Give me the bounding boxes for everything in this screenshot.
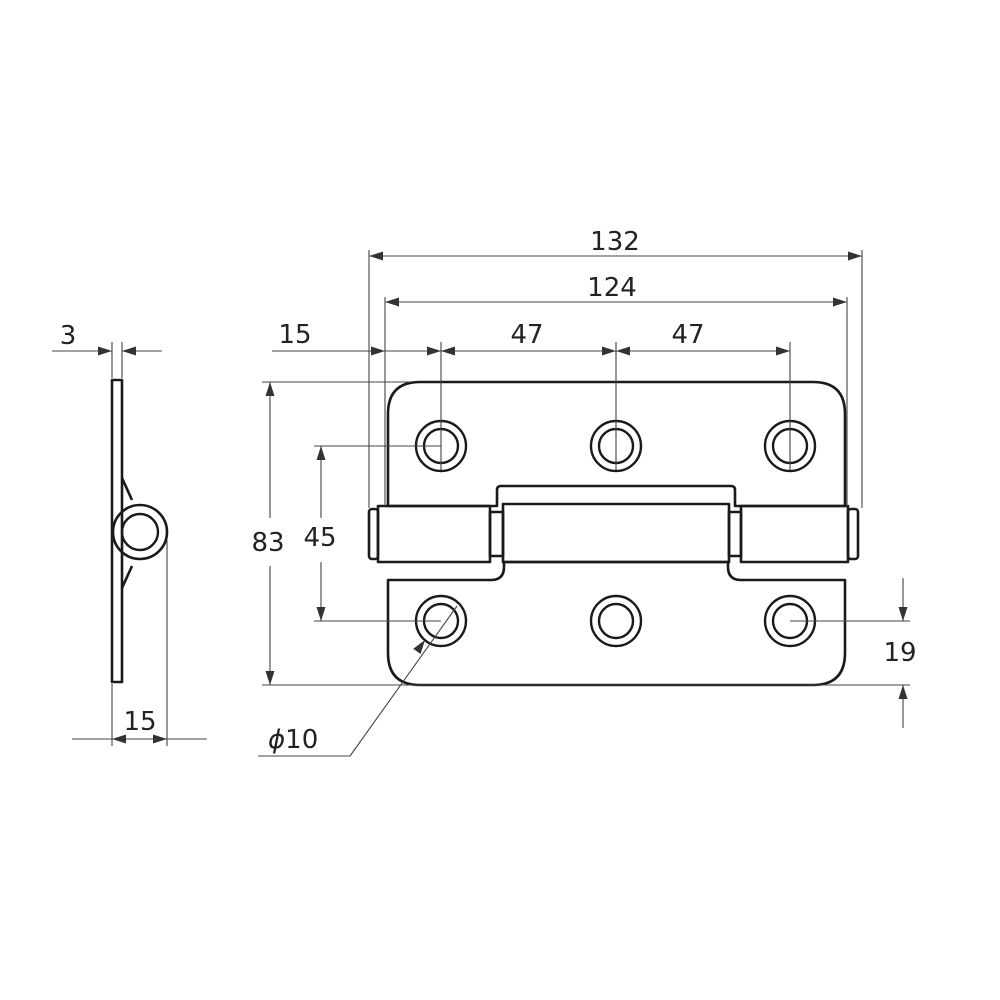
front-view: 132 124 15 47 47 [251,227,917,757]
dimension-hole-spacing: 45 [303,445,441,622]
dimension-pin-width: 124 [384,273,848,506]
dimension-side-depth: 15 [72,540,207,746]
dimension-thickness: 3 [52,321,162,378]
dim-label-pitch-left: 47 [510,320,543,350]
dim-label-pin-width: 124 [587,273,637,303]
side-view-knuckle-inner [120,512,160,552]
dimension-overall-height: 83 [251,381,910,686]
knuckle-barrel [367,502,860,564]
dim-label-edge-to-hole: 15 [278,320,311,350]
dimension-hole-pitch: 15 47 47 [272,320,791,470]
pin-cap-left [367,507,380,561]
knuckle-gap-right [727,510,743,558]
diameter-symbol: ϕ [268,725,285,755]
knuckle-left [376,504,492,564]
knuckle-gap-left [488,510,505,558]
hole-bottom-center [589,594,643,648]
dim-label-side-depth: 15 [123,707,156,737]
dim-label-thickness: 3 [60,321,77,351]
lower-leaf [386,560,847,687]
dimension-overall-width: 132 [368,227,863,508]
dim-label-hole-to-bottom: 19 [883,638,916,668]
upper-leaf [386,380,847,508]
knuckle-right [739,504,850,564]
dim-label-hole-spacing: 45 [303,523,336,553]
diameter-value: 10 [285,725,318,755]
dim-label-overall-height: 83 [251,528,284,558]
dim-label-hole-diameter: ϕ10 [268,725,318,755]
dimension-hole-to-bottom: 19 [790,578,917,728]
knuckle-center [501,502,731,564]
side-view-knuckle-outer [111,503,169,561]
side-view-knuckle-joint [120,477,134,589]
side-view: 3 15 [52,321,207,746]
dim-label-overall-width: 132 [590,227,640,257]
pin-cap-right [846,507,860,561]
dimension-hole-diameter: ϕ10 [258,605,458,757]
dim-label-pitch-right: 47 [671,320,704,350]
